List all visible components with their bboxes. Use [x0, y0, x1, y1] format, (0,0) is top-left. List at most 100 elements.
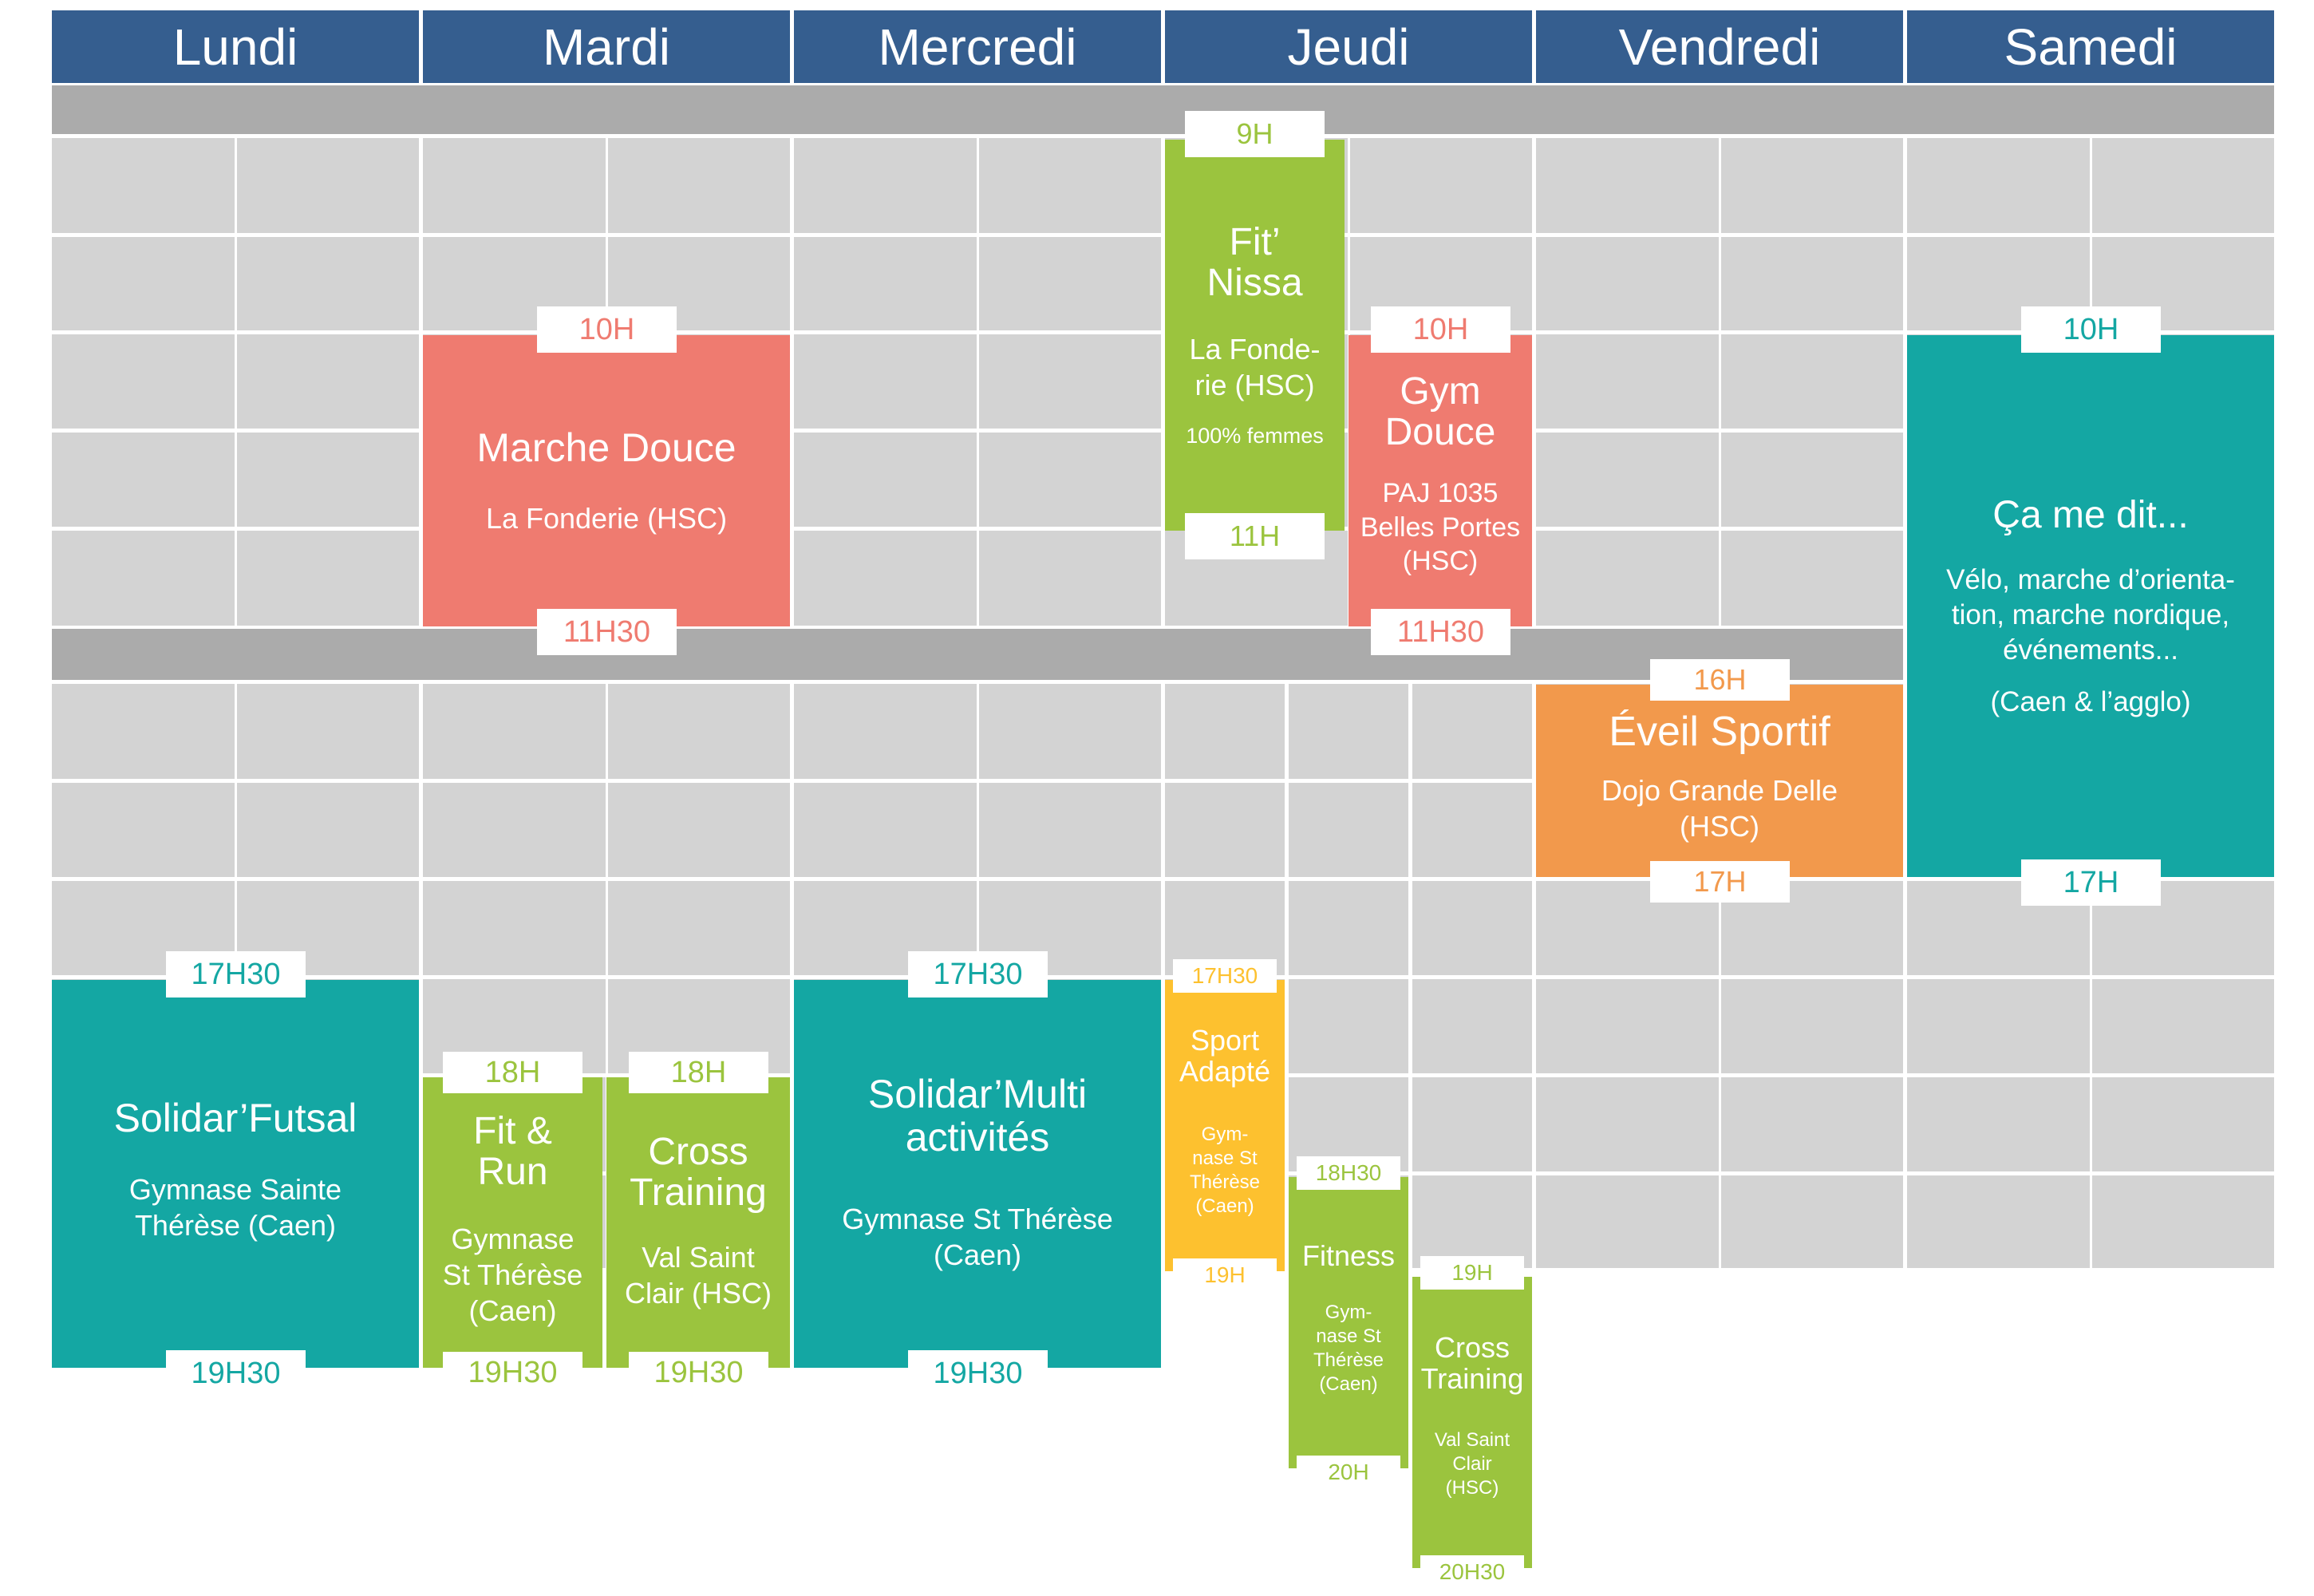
end-time-label: 17H	[2021, 859, 2161, 906]
grid-cell	[794, 783, 977, 877]
grid-cell	[979, 433, 1161, 527]
grid-cell	[1536, 237, 1719, 330]
grid-cell	[1536, 979, 1719, 1073]
grid-cell	[52, 334, 235, 429]
grid-cell	[1412, 1175, 1532, 1268]
grid-cell	[2092, 979, 2274, 1073]
grid-cell	[794, 138, 977, 233]
activity-location: Dojo Grande Delle (HSC)	[1601, 774, 1838, 843]
end-time-label: 19H30	[443, 1352, 582, 1393]
end-time-label: 19H	[1173, 1258, 1277, 1292]
activity-location: Gym- nase St Thérèse (Caen)	[1189, 1124, 1261, 1217]
end-time-label: 17H	[1650, 861, 1790, 903]
grid-cell	[1721, 531, 1903, 626]
start-time-label: 18H	[443, 1052, 582, 1093]
grid-cell	[1721, 334, 1903, 429]
grid-cell	[1289, 684, 1408, 779]
activity-title: Solidar’Futsal	[113, 1096, 357, 1140]
grid-cell	[423, 138, 606, 233]
end-time-label: 19H30	[908, 1350, 1048, 1396]
grid-cell	[979, 237, 1161, 330]
day-header-mardi: Mardi	[423, 10, 790, 83]
end-time-label: 19H30	[166, 1350, 306, 1396]
grid-cell	[1907, 1175, 2090, 1268]
activity-title: Cross Training	[1420, 1331, 1524, 1395]
activity-location: Vélo, marche d’orienta- tion, marche nor…	[1946, 564, 2235, 666]
grid-cell	[794, 334, 977, 429]
end-time-label: 19H30	[629, 1352, 768, 1393]
activity-note: 100% femmes	[1186, 424, 1324, 448]
day-header-vendredi: Vendredi	[1536, 10, 1903, 83]
grid-cell	[608, 138, 790, 233]
grid-cell	[608, 881, 790, 975]
grid-cell	[608, 684, 790, 779]
grid-cell	[1412, 1077, 1532, 1171]
grid-cell	[1165, 783, 1285, 877]
grid-cell	[237, 531, 419, 626]
day-header-mercredi: Mercredi	[794, 10, 1161, 83]
start-time-label: 10H	[1371, 306, 1510, 353]
activity-location: PAJ 1035 Belles Portes (HSC)	[1360, 478, 1521, 576]
activity-location: Gym- nase St Thérèse (Caen)	[1313, 1302, 1384, 1395]
grid-cell	[52, 433, 235, 527]
grid-cell	[794, 433, 977, 527]
grid-cell	[1536, 138, 1719, 233]
grid-cell	[1536, 433, 1719, 527]
grid-cell	[423, 684, 606, 779]
activity-location: La Fonderie (HSC)	[485, 502, 728, 535]
grid-cell	[237, 237, 419, 330]
activity-title: Ça me dit...	[1992, 494, 2189, 536]
grid-cell	[1536, 334, 1719, 429]
start-time-label: 19H	[1420, 1256, 1524, 1290]
activity-ca-me-dit[interactable]: Ça me dit... Vélo, marche d’orienta- tion…	[1907, 335, 2274, 877]
end-time-label: 11H30	[537, 609, 677, 655]
grid-cell	[1536, 1077, 1719, 1171]
afternoon-separator	[52, 629, 1903, 680]
activity-location: Gymnase St Thérèse (Caen)	[842, 1203, 1113, 1271]
activity-location: Val Saint Clair (HSC)	[1434, 1429, 1510, 1499]
grid-cell	[1412, 684, 1532, 779]
grid-cell	[979, 138, 1161, 233]
grid-cell	[794, 684, 977, 779]
activity-title: Sport Adapté	[1179, 1024, 1271, 1088]
grid-cell	[1907, 979, 2090, 1073]
start-time-label: 18H30	[1297, 1156, 1400, 1190]
grid-cell	[1165, 684, 1285, 779]
start-time-label: 18H	[629, 1052, 768, 1093]
grid-cell	[979, 684, 1161, 779]
grid-cell	[237, 138, 419, 233]
activity-title: Gym Douce	[1384, 370, 1496, 454]
grid-cell	[423, 783, 606, 877]
start-time-label: 17H30	[166, 951, 306, 998]
grid-cell	[608, 783, 790, 877]
grid-cell	[237, 334, 419, 429]
grid-cell	[1721, 979, 1903, 1073]
end-time-label: 11H30	[1371, 609, 1510, 655]
grid-cell	[1289, 979, 1408, 1073]
activity-title: Fitness	[1301, 1239, 1396, 1272]
grid-cell	[2092, 138, 2274, 233]
grid-cell	[237, 783, 419, 877]
grid-cell	[1536, 1175, 1719, 1268]
grid-cell	[1721, 433, 1903, 527]
grid-cell	[52, 684, 235, 779]
grid-cell	[979, 783, 1161, 877]
grid-cell	[2092, 1175, 2274, 1268]
start-time-label: 10H	[2021, 306, 2161, 353]
grid-cell	[2092, 1077, 2274, 1171]
grid-cell	[1289, 881, 1408, 975]
grid-cell	[1721, 138, 1903, 233]
activity-title: Fit’ Nissa	[1206, 221, 1303, 305]
activity-location: Gymnase Sainte Thérèse (Caen)	[128, 1173, 342, 1242]
